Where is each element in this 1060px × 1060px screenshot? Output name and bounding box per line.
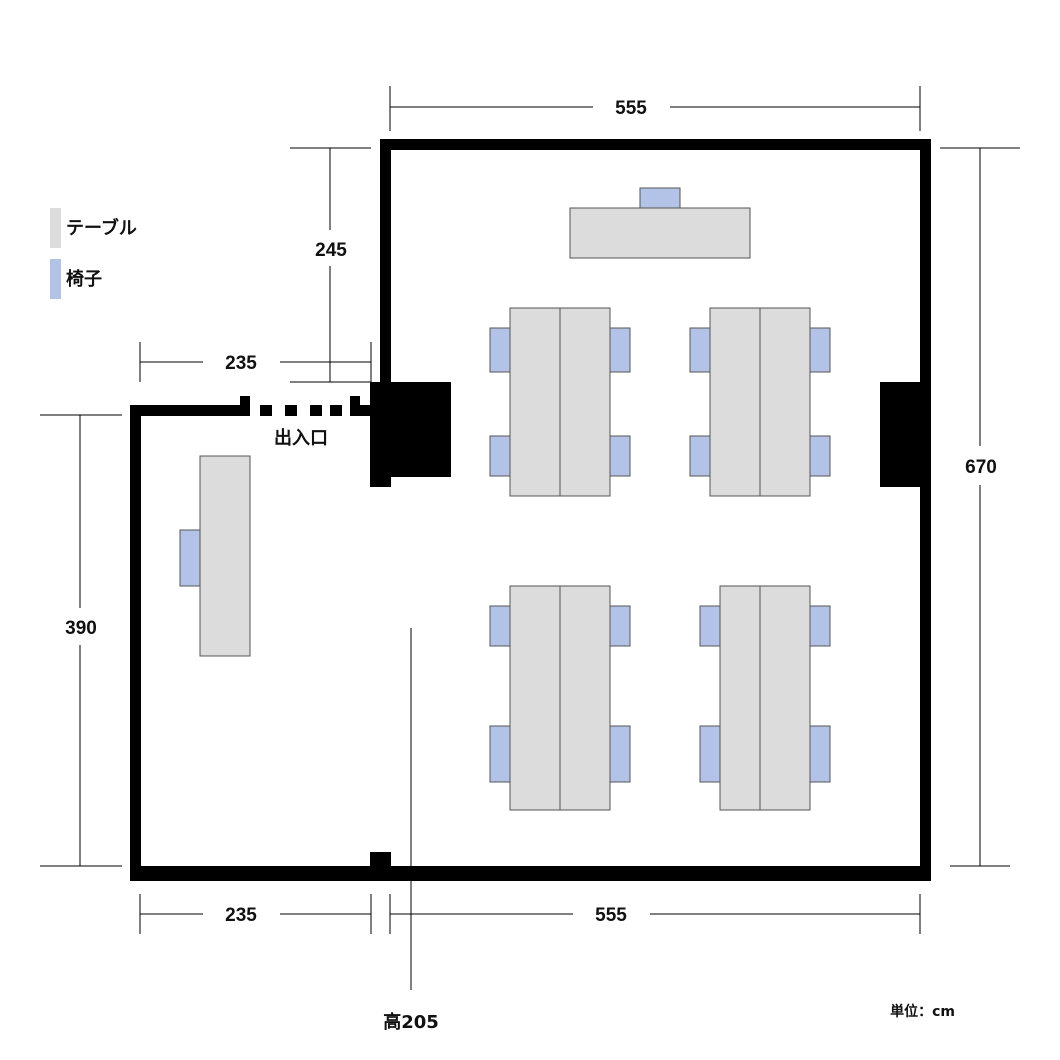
chair [489,605,512,647]
chair [689,327,712,373]
furniture [179,187,831,811]
legend-chair-label: 椅子 [66,268,102,290]
entrance-label: 出入口 [274,427,328,449]
chair [489,725,512,783]
table [509,585,561,811]
dimension-right-height: 670 [965,457,997,478]
pillar-left [370,382,451,477]
unit-label: 単位：cm [890,1003,955,1020]
dimension-notch-height: 245 [315,240,347,261]
chair [808,435,831,477]
dimension-bottom-right-width: 555 [595,905,627,926]
chair [608,605,631,647]
ceiling-height-label: 高205 [383,1011,439,1033]
table [559,585,611,811]
legend: テーブル 椅子 [50,208,137,299]
dimension-notch-width: 235 [225,353,257,374]
dimension-top-width: 555 [615,98,647,119]
chair [808,605,831,647]
chair [699,725,722,783]
chair [689,435,712,477]
chair [608,435,631,477]
legend-chair-swatch [50,259,61,299]
table [709,307,761,497]
chair [639,187,681,210]
chair [808,327,831,373]
side-table [199,455,251,657]
dimension-lines: 555 245 235 390 670 235 [40,86,1020,990]
table [719,585,761,811]
table [559,307,611,497]
legend-table-label: テーブル [66,217,137,239]
table [759,585,811,811]
chair [489,435,512,477]
table [759,307,811,497]
table [509,307,561,497]
chair [699,605,722,647]
pillar-bottom [370,852,391,881]
pillar-right [880,382,931,487]
legend-table-swatch [50,208,61,248]
chair [179,529,202,587]
chair [608,725,631,783]
front-table [569,207,751,259]
chair [489,327,512,373]
dimension-left-height: 390 [65,618,97,639]
dimension-bottom-left-width: 235 [225,905,257,926]
chair [608,327,631,373]
walls [130,139,931,881]
chair [808,725,831,783]
